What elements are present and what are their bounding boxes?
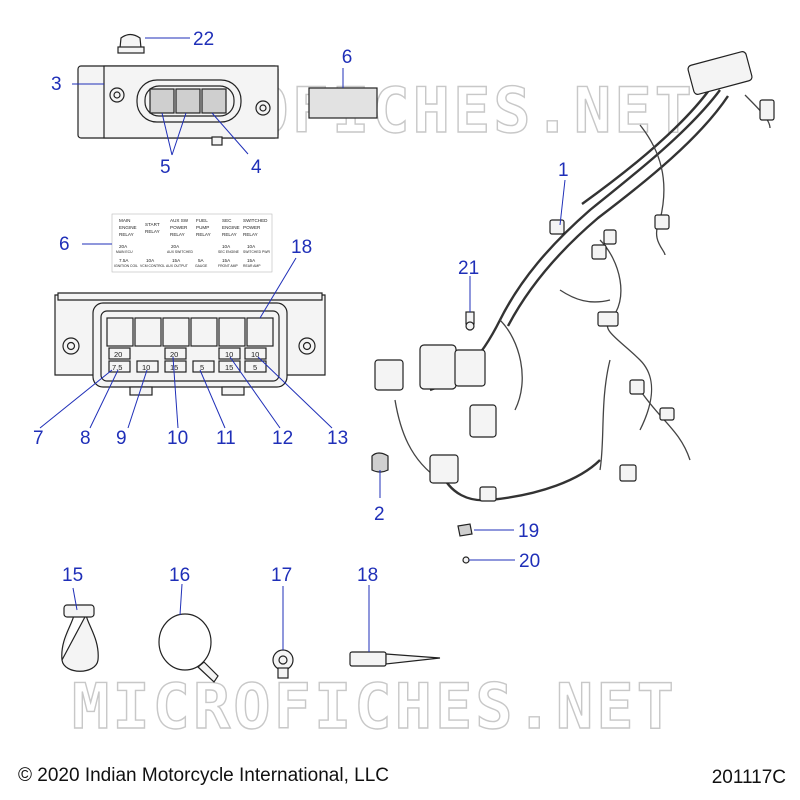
svg-text:IGNITION COIL: IGNITION COIL bbox=[114, 264, 138, 268]
svg-text:7.5: 7.5 bbox=[112, 363, 122, 372]
svg-text:5: 5 bbox=[200, 363, 204, 372]
callout-22: 21 bbox=[458, 258, 479, 279]
callout-1: 1 bbox=[558, 160, 569, 181]
svg-text:ENGINE: ENGINE bbox=[222, 225, 240, 230]
svg-text:15: 15 bbox=[225, 363, 233, 372]
part-retainer[interactable] bbox=[457, 523, 473, 537]
svg-text:SWITCHED PWR: SWITCHED PWR bbox=[243, 250, 270, 254]
callout-4: 4 bbox=[251, 157, 262, 178]
callout-20: 19 bbox=[518, 521, 539, 542]
callout-12: 11 bbox=[216, 428, 236, 449]
watermark-bottom: MICROFICHES.NET bbox=[72, 670, 677, 743]
copyright-text: © 2020 Indian Motorcycle International, … bbox=[18, 765, 389, 786]
svg-text:10: 10 bbox=[142, 363, 150, 372]
svg-text:10A: 10A bbox=[247, 244, 256, 249]
callout-15: 18 bbox=[291, 237, 312, 258]
svg-text:20: 20 bbox=[170, 350, 178, 359]
svg-text:GAUGE: GAUGE bbox=[195, 264, 208, 268]
svg-text:POWER: POWER bbox=[243, 225, 261, 230]
svg-text:15A: 15A bbox=[172, 258, 181, 263]
svg-text:10: 10 bbox=[225, 350, 233, 359]
callout-18: 17 bbox=[271, 565, 292, 586]
callout-numbers: 22 3 6 5 4 6 18 7 8 9 10 11 12 13 1 21 2… bbox=[33, 29, 569, 586]
svg-text:7.5A: 7.5A bbox=[119, 258, 129, 263]
svg-text:SEC ENGINE: SEC ENGINE bbox=[218, 250, 240, 254]
svg-text:5A: 5A bbox=[198, 258, 205, 263]
svg-text:10A: 10A bbox=[146, 258, 155, 263]
callout-3: 3 bbox=[51, 74, 62, 95]
callout-5: 5 bbox=[160, 157, 171, 178]
svg-text:20A: 20A bbox=[171, 244, 180, 249]
svg-text:AUX SW: AUX SW bbox=[170, 218, 189, 223]
svg-text:MAIN ECU: MAIN ECU bbox=[116, 250, 133, 254]
svg-text:PUMP: PUMP bbox=[196, 225, 209, 230]
svg-text:AUX OUTPUT: AUX OUTPUT bbox=[166, 264, 188, 268]
part-terminal-stud[interactable] bbox=[465, 311, 475, 331]
part-cap[interactable] bbox=[117, 33, 145, 54]
svg-text:RELAY: RELAY bbox=[119, 232, 134, 237]
svg-text:ENGINE: ENGINE bbox=[119, 225, 137, 230]
callout-10: 9 bbox=[116, 428, 127, 449]
fuse-relay-box[interactable]: 20 20 10 10 7.5 10 15 5 15 5 bbox=[54, 292, 326, 396]
svg-text:RELAY: RELAY bbox=[170, 232, 185, 237]
svg-text:AUX SWITCHED: AUX SWITCHED bbox=[167, 250, 194, 254]
callout-17: 16 bbox=[169, 565, 190, 586]
svg-text:FRONT AMP: FRONT AMP bbox=[218, 264, 238, 268]
svg-text:SWITCHED: SWITCHED bbox=[243, 218, 268, 223]
part-clip[interactable] bbox=[371, 452, 389, 473]
svg-text:RELAY: RELAY bbox=[243, 232, 258, 237]
part-cable-tie[interactable] bbox=[158, 613, 219, 683]
svg-text:15A: 15A bbox=[222, 258, 231, 263]
svg-text:POWER: POWER bbox=[170, 225, 188, 230]
svg-text:RELAY: RELAY bbox=[196, 232, 211, 237]
svg-text:20A: 20A bbox=[119, 244, 128, 249]
leader-lines bbox=[39, 37, 566, 652]
svg-text:15A: 15A bbox=[247, 258, 256, 263]
callout-13: 12 bbox=[272, 428, 293, 449]
callout-7: 6 bbox=[59, 234, 70, 255]
svg-text:REAR AMP: REAR AMP bbox=[243, 264, 261, 268]
callout-9: 8 bbox=[80, 428, 91, 449]
relay-housing[interactable] bbox=[77, 65, 279, 146]
svg-text:20: 20 bbox=[114, 350, 122, 359]
part-terminal-pin[interactable] bbox=[349, 651, 441, 667]
svg-text:FUEL: FUEL bbox=[196, 218, 208, 223]
part-nut[interactable] bbox=[462, 556, 470, 564]
callout-19: 18 bbox=[357, 565, 378, 586]
callout-8: 7 bbox=[33, 428, 44, 449]
svg-text:MAIN: MAIN bbox=[119, 218, 130, 223]
svg-text:10A: 10A bbox=[222, 244, 231, 249]
figure-id: 201117C bbox=[711, 767, 786, 788]
callout-23: 22 bbox=[193, 29, 214, 50]
callout-6: 6 bbox=[342, 47, 353, 68]
svg-text:START: START bbox=[145, 222, 160, 227]
main-wire-harness[interactable] bbox=[374, 51, 775, 502]
relay-decal[interactable]: MAIN START AUX SW FUEL SEC SWITCHED ENGI… bbox=[111, 213, 273, 273]
svg-text:RELAY: RELAY bbox=[222, 232, 237, 237]
callout-14: 13 bbox=[327, 428, 348, 449]
label-part[interactable] bbox=[308, 87, 378, 119]
part-clamp[interactable] bbox=[61, 604, 99, 672]
callout-11: 10 bbox=[167, 428, 188, 449]
callout-2: 2 bbox=[374, 504, 385, 525]
svg-text:VCM CONTROL: VCM CONTROL bbox=[140, 264, 165, 268]
svg-text:RELAY: RELAY bbox=[145, 229, 160, 234]
callout-16: 15 bbox=[62, 565, 83, 586]
svg-text:SEC: SEC bbox=[222, 218, 232, 223]
callout-21: 20 bbox=[519, 551, 540, 572]
svg-text:5: 5 bbox=[253, 363, 257, 372]
svg-text:10: 10 bbox=[251, 350, 259, 359]
part-stud[interactable] bbox=[272, 649, 294, 679]
